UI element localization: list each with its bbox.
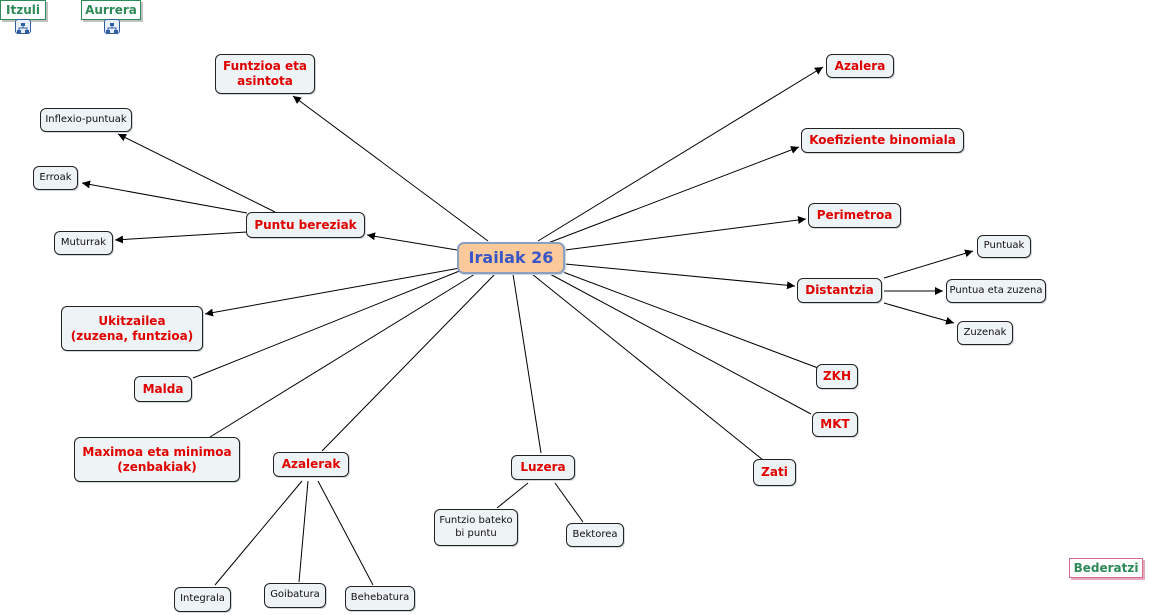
subtopic-erroak[interactable]: Erroak (33, 166, 78, 190)
topic-mkt[interactable]: MKT (812, 412, 858, 437)
topic-azalera[interactable]: Azalera (826, 54, 894, 78)
subtopic-behebatura[interactable]: Behebatura (345, 586, 415, 611)
edge-puntu-muturrak (114, 231, 248, 244)
edge-azalerak-goibatura (298, 480, 309, 583)
edge-luzera-funtzio (496, 482, 529, 509)
back-button[interactable]: Itzuli (0, 0, 46, 20)
bederatzi-button[interactable]: Bederatzi (1069, 558, 1143, 578)
edge-azalerak-behebatura (317, 480, 374, 586)
concept-map-icon[interactable] (104, 19, 120, 34)
topic-funtzioa-asintota[interactable]: Funtzioa eta asintota (215, 54, 315, 94)
topic-luzera[interactable]: Luzera (511, 455, 575, 480)
topic-maximoa-minimoa[interactable]: Maximoa eta minimoa (zenbakiak) (74, 437, 240, 482)
edge-center-distantzia (564, 263, 796, 290)
edge-center-maximoa (209, 273, 476, 438)
edge-center-luzera (512, 273, 542, 454)
edge-azalerak-integrala (214, 480, 303, 586)
edge-center-mkt (547, 272, 812, 415)
edge-distantzia-puntuak (883, 249, 974, 279)
edge-center-ukitzailea (204, 267, 461, 317)
edge-center-koefiziente (547, 146, 800, 244)
edge-luzera-bektorea (554, 482, 584, 523)
subtopic-funtzio-bi-puntu[interactable]: Funtzio bateko bi puntu (434, 509, 518, 546)
topic-distantzia[interactable]: Distantzia (797, 278, 882, 303)
subtopic-inflexio-puntuak[interactable]: Inflexio-puntuak (40, 108, 132, 132)
edge-center-funtzioa (292, 95, 489, 242)
edge-center-azalerak (321, 273, 496, 452)
subtopic-zuzenak[interactable]: Zuzenak (957, 321, 1013, 345)
edge-center-azalera (537, 66, 824, 242)
edge-center-perimetroa (564, 216, 807, 251)
forward-button[interactable]: Aurrera (81, 0, 141, 20)
subtopic-puntuak[interactable]: Puntuak (977, 235, 1031, 258)
topic-puntu-bereziak[interactable]: Puntu bereziak (246, 212, 365, 238)
center-node[interactable]: Irailak 26 (457, 242, 565, 274)
edge-puntu-inflexio (117, 133, 276, 213)
topic-azalerak[interactable]: Azalerak (273, 452, 349, 477)
subtopic-muturrak[interactable]: Muturrak (54, 231, 113, 255)
topic-perimetroa[interactable]: Perimetroa (808, 203, 901, 228)
subtopic-integrala[interactable]: Integrala (174, 587, 231, 612)
topic-zati[interactable]: Zati (753, 459, 796, 486)
subtopic-bektorea[interactable]: Bektorea (566, 523, 624, 547)
topic-koefiziente-binomiala[interactable]: Koefiziente binomiala (801, 128, 964, 153)
topic-ukitzailea[interactable]: Ukitzailea (zuzena, funtzioa) (61, 306, 203, 351)
edge-center-puntu (366, 232, 458, 251)
edge-center-malda (192, 269, 463, 379)
edge-center-zkh (562, 271, 819, 369)
edge-distantzia-zuzenak (883, 302, 955, 325)
topic-malda[interactable]: Malda (134, 376, 192, 402)
concept-map-icon[interactable] (15, 19, 31, 34)
edge-puntu-erroak (81, 180, 248, 214)
edge-center-zati (531, 273, 764, 461)
subtopic-puntua-eta-zuzena[interactable]: Puntua eta zuzena (946, 279, 1046, 303)
topic-zkh[interactable]: ZKH (816, 364, 858, 389)
subtopic-goibatura[interactable]: Goibatura (264, 583, 326, 608)
